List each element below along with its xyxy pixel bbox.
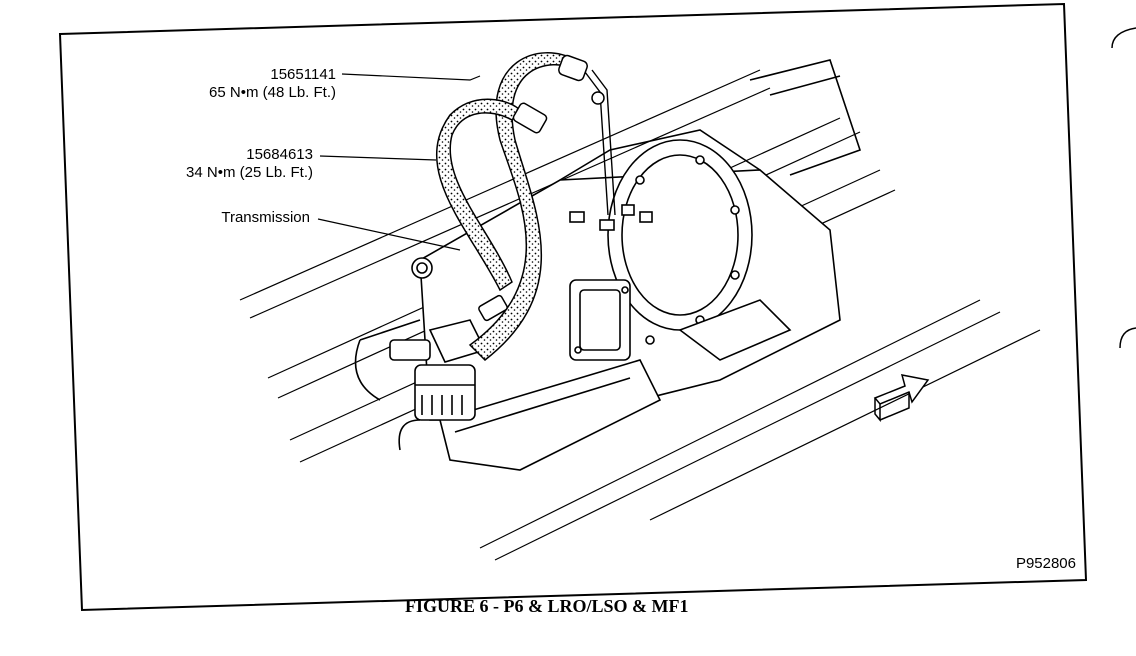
leader-line-3 (317, 218, 461, 251)
oil-filter (354, 319, 487, 451)
callout-cooler-line-2: 15684613 34 N•m (25 Lb. Ft.) (186, 146, 313, 182)
figure-code: P952806 (1015, 555, 1076, 572)
cooler-hoses (436, 52, 616, 361)
callout-transmission: Transmission (221, 209, 310, 227)
torque-spec-label: 34 N•m (25 Lb. Ft.) (186, 164, 313, 181)
torque-spec-label: 65 N•m (48 Lb. Ft.) (209, 84, 336, 101)
figure-border (58, 2, 1088, 612)
page-edge-arc (1119, 327, 1136, 349)
transmission-case (411, 59, 862, 471)
page-edge-arc (1111, 27, 1136, 49)
callout-leaders (317, 73, 481, 251)
leader-line-1 (341, 73, 481, 81)
forward-arrow-icon (873, 374, 930, 423)
leader-line-2 (319, 155, 437, 161)
transmission-label: Transmission (221, 209, 310, 226)
figure-caption: FIGURE 6 - P6 & LRO/LSO & MF1 (405, 596, 689, 616)
part-number-label: 15651141 (270, 66, 336, 83)
callout-cooler-line-1: 15651141 65 N•m (48 Lb. Ft.) (209, 66, 336, 102)
part-number-label: 15684613 (246, 146, 313, 163)
